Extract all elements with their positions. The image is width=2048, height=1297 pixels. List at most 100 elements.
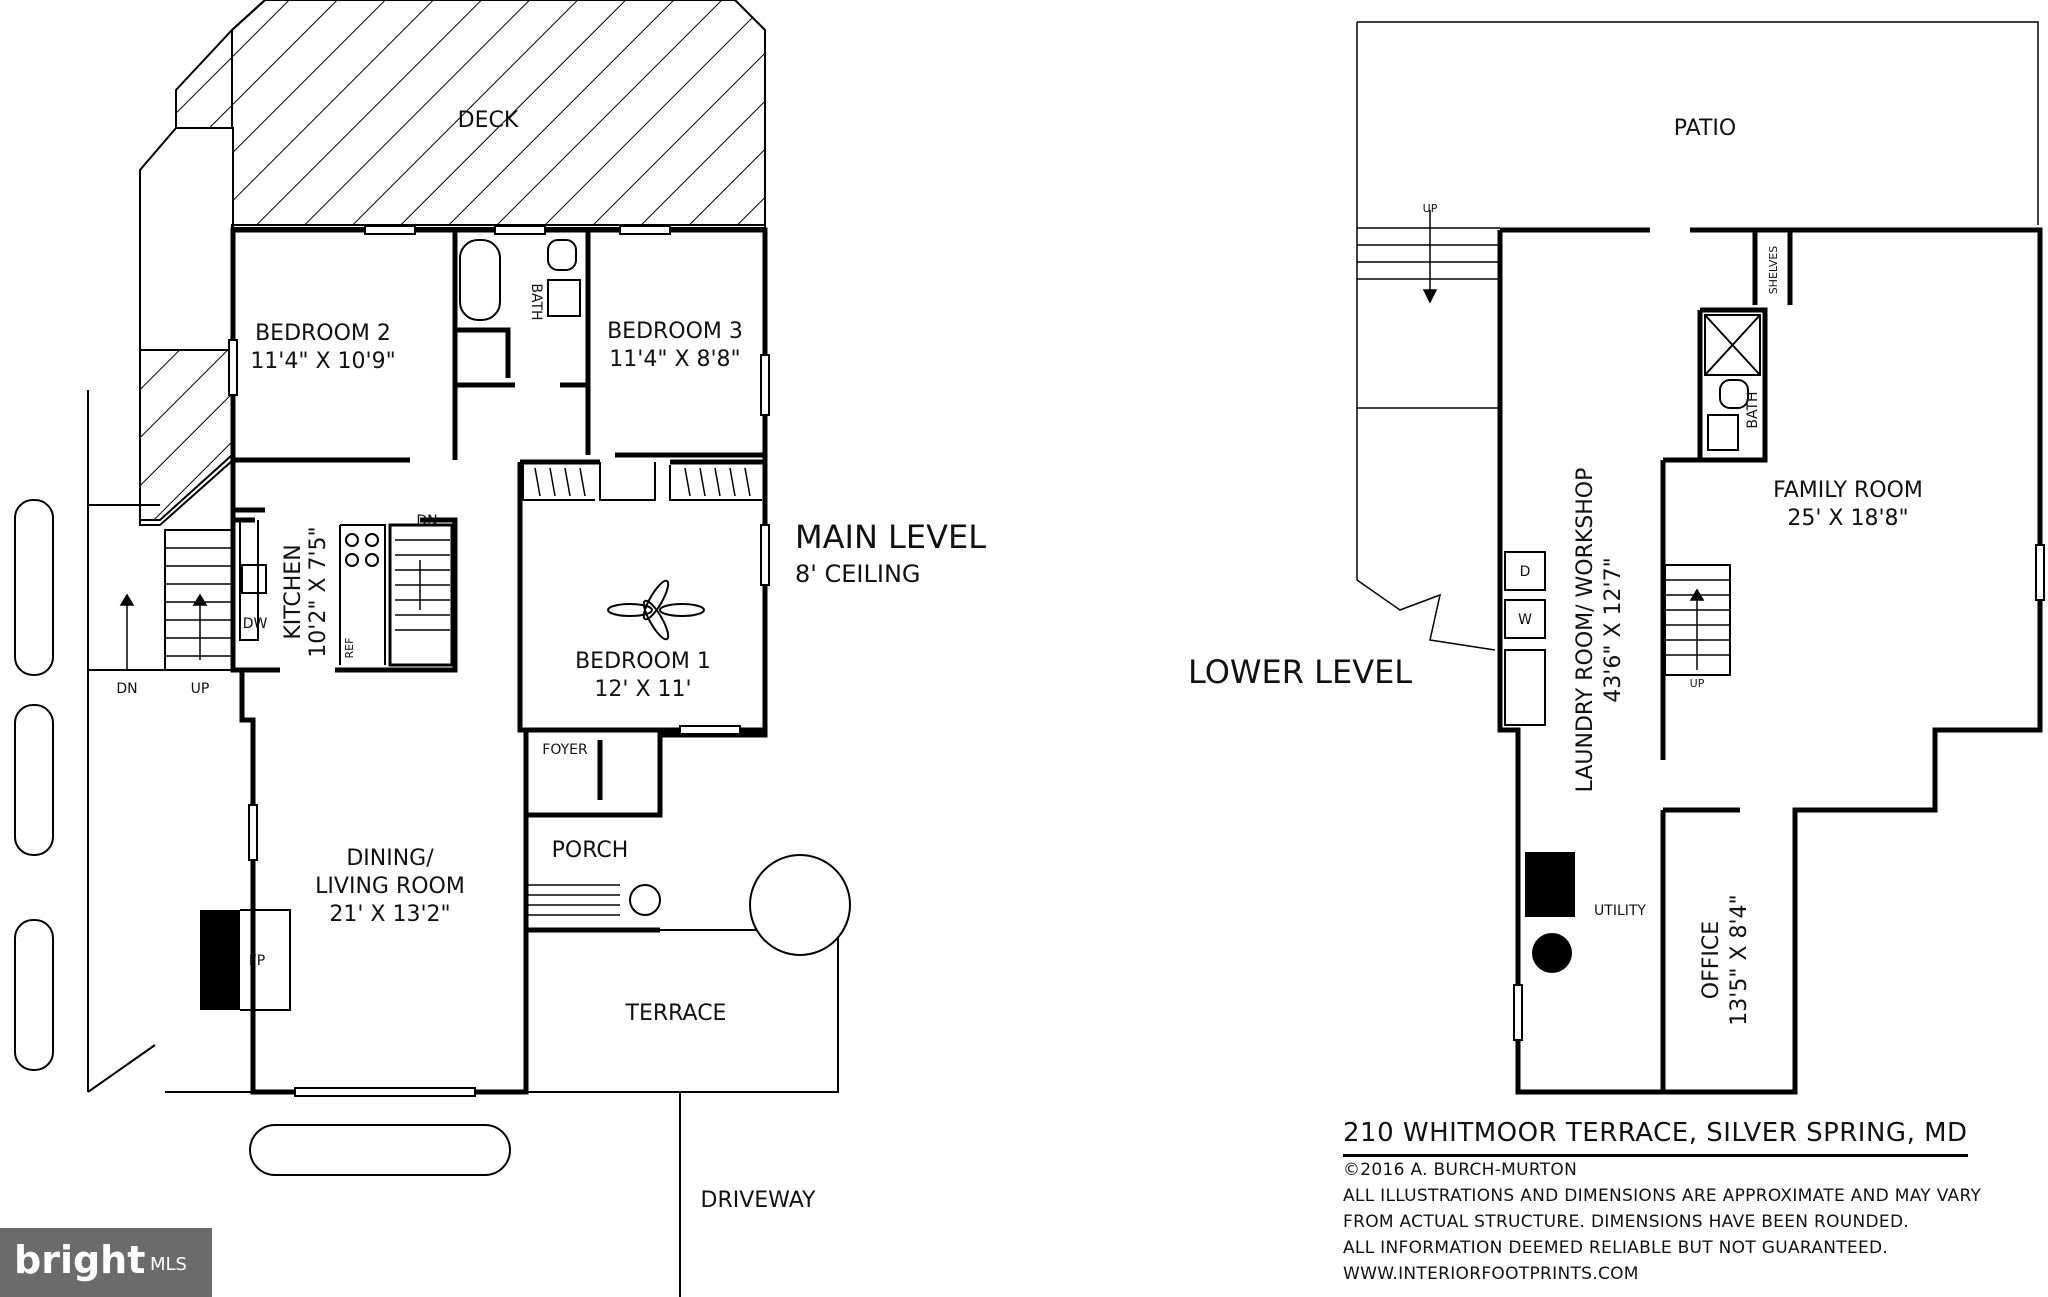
- main-stairs: [388, 523, 454, 667]
- shower-icon: [1704, 314, 1761, 376]
- lower-interior-up-label: UP: [1690, 677, 1705, 690]
- disclaimer-line-1: ALL ILLUSTRATIONS AND DIMENSIONS ARE APP…: [1343, 1186, 1982, 1206]
- window: [2035, 544, 2045, 601]
- window: [760, 354, 770, 416]
- fireplace-label: FP: [249, 953, 266, 969]
- laundry-label: LAUNDRY ROOM/ WORKSHOP: [1573, 468, 1598, 793]
- bedroom1-closets: [522, 462, 762, 501]
- stove-burner-2: [365, 533, 379, 547]
- family-room-dimensions: 25' X 18'8": [1787, 506, 1908, 531]
- window: [364, 225, 416, 235]
- main-level-ceiling: 8' CEILING: [795, 560, 921, 588]
- side-dn-label: DN: [116, 681, 137, 697]
- family-room-label: FAMILY ROOM: [1773, 478, 1923, 503]
- plan-footer: 210 WHITMOOR TERRACE, SILVER SPRING, MD …: [1343, 1118, 2043, 1287]
- foyer-label: FOYER: [542, 742, 588, 758]
- terrace-label: TERRACE: [625, 1001, 727, 1026]
- utility-label: UTILITY: [1594, 903, 1646, 919]
- terrace-outline: [526, 929, 839, 1297]
- hall-closet: [599, 462, 656, 501]
- watermark-brand: bright: [14, 1238, 146, 1282]
- window: [494, 225, 546, 235]
- kitchen-label: KITCHEN: [281, 544, 306, 639]
- driveway-label: DRIVEWAY: [701, 1188, 817, 1213]
- side-up-label: UP: [191, 681, 210, 697]
- bedroom2-dimensions: 11'4" X 10'9": [250, 349, 395, 374]
- lower-level-interior-walls: [1660, 230, 1793, 1092]
- bedroom1-dimensions: 12' X 11': [594, 677, 691, 702]
- disclaimer-line-2: FROM ACTUAL STRUCTURE. DIMENSIONS HAVE B…: [1343, 1212, 1910, 1232]
- window: [248, 804, 258, 861]
- bedroom3-walls: [585, 385, 765, 458]
- water-heater-icon: [1532, 933, 1572, 973]
- bedroom2-label: BEDROOM 2: [255, 321, 391, 346]
- labels: DECK BEDROOM 2 11'4" X 10'9" BEDROOM 3 1…: [116, 108, 1923, 1213]
- lower-interior-stairs: [1664, 564, 1731, 676]
- bath-sink: [1707, 414, 1739, 451]
- bath-walls: [452, 230, 591, 388]
- website-line: WWW.INTERIORFOOTPRINTS.COM: [1343, 1264, 1639, 1284]
- deck-outline: [139, 0, 766, 526]
- foyer-walls: [523, 730, 663, 933]
- shower-cross: [1704, 314, 1761, 376]
- ceiling-fan-icon: [607, 579, 705, 641]
- lower-level-title: LOWER LEVEL: [1188, 653, 1412, 691]
- bath-label: BATH: [528, 283, 544, 320]
- mls-watermark-logo: bright MLS: [0, 1228, 212, 1297]
- copyright-line: ©2016 A. BURCH-MURTON: [1343, 1160, 1578, 1180]
- dryer: [1504, 551, 1546, 591]
- dryer-label: D: [1520, 564, 1531, 580]
- window: [294, 1087, 476, 1097]
- patio-outline: [1356, 21, 2039, 651]
- sink: [241, 564, 267, 594]
- fireplace-hearth: [240, 909, 291, 1011]
- watermark-suffix: MLS: [150, 1254, 187, 1275]
- window: [760, 524, 770, 586]
- window: [228, 339, 238, 396]
- main-level-outer-walls: [230, 227, 768, 1095]
- lower-exterior-stairs: [1357, 210, 1500, 409]
- stairs-down-label: DN: [416, 513, 437, 529]
- lower-level-plan: [1356, 21, 2045, 1095]
- fridge-label: REF: [343, 638, 356, 659]
- furnace-icon: [1525, 852, 1575, 917]
- dining-label-line2: LIVING ROOM: [315, 874, 465, 899]
- bedroom3-dimensions: 11'4" X 8'8": [609, 347, 740, 372]
- stove-burner-1: [345, 533, 359, 547]
- office-dimensions: 13'5" X 8'4": [1727, 894, 1752, 1025]
- window: [679, 725, 741, 735]
- bath-sink: [547, 279, 581, 317]
- toilet: [547, 239, 577, 271]
- washer-label: W: [1518, 612, 1532, 628]
- laundry-sink: [1504, 649, 1546, 726]
- porch-label: PORCH: [552, 838, 629, 863]
- disclaimer-line-3: ALL INFORMATION DEEMED RELIABLE BUT NOT …: [1343, 1238, 1889, 1258]
- exterior-stairs-left: [119, 529, 234, 671]
- main-level-title: MAIN LEVEL: [795, 518, 986, 556]
- laundry-dimensions: 43'6" X 12'7": [1601, 557, 1626, 702]
- bathtub: [459, 239, 501, 321]
- bedroom1-label: BEDROOM 1: [575, 649, 711, 674]
- shrubs: [14, 499, 851, 1176]
- side-yard-lines: [87, 390, 253, 1093]
- dining-label-line1: DINING/: [346, 846, 434, 871]
- stove-burner-3: [345, 553, 359, 567]
- bedroom1-walls: [517, 459, 765, 733]
- window: [619, 225, 671, 235]
- dishwasher-label: DW: [243, 616, 268, 632]
- patio-label: PATIO: [1674, 116, 1736, 141]
- window: [1513, 984, 1523, 1041]
- porch-steps: [526, 884, 620, 916]
- shelves-label: SHELVES: [1767, 246, 1780, 295]
- closet-hatch: [534, 467, 751, 497]
- kitchen-dimensions: 10'2" X 7'5": [306, 526, 331, 657]
- office-label: OFFICE: [1699, 921, 1724, 999]
- stove-burner-4: [365, 553, 379, 567]
- kitchen-counter: [239, 520, 386, 665]
- toilet: [1719, 379, 1749, 409]
- lower-stairs-up-label: UP: [1423, 202, 1438, 215]
- main-level-plan: [14, 0, 851, 1297]
- deck-label: DECK: [458, 108, 519, 133]
- washer: [1504, 599, 1546, 639]
